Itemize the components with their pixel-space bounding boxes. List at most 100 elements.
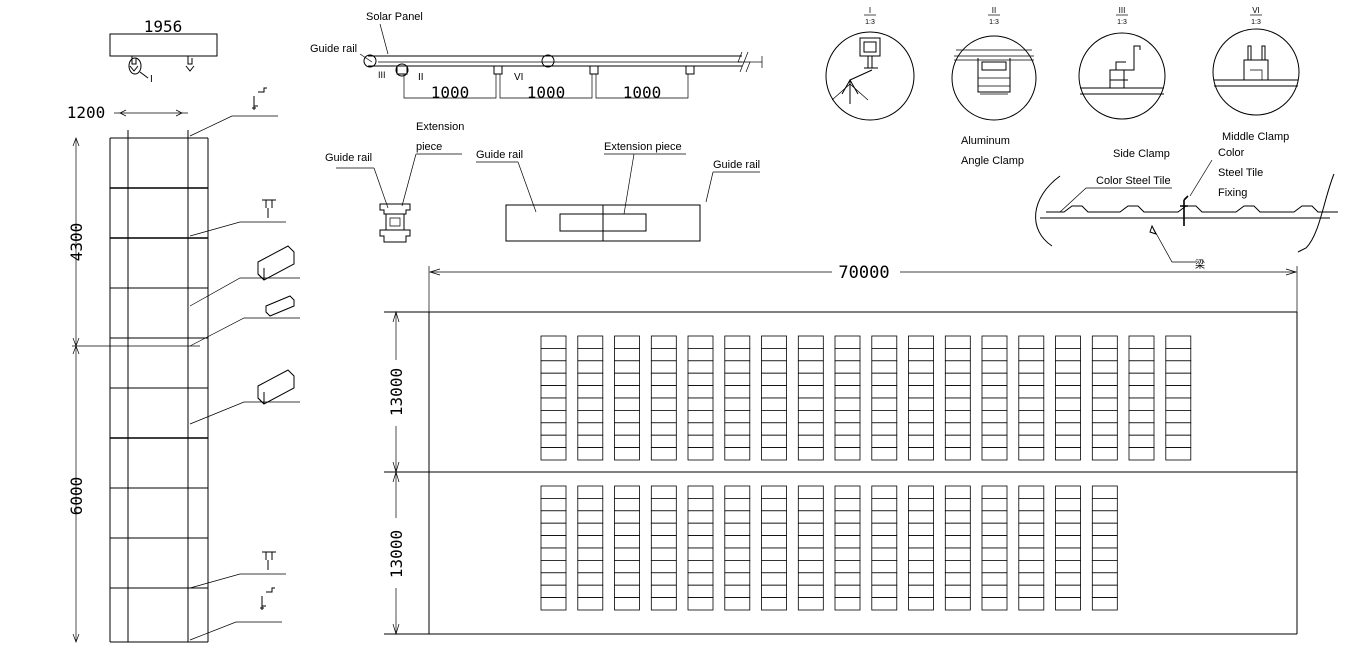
detail-circle-iii xyxy=(363,54,377,68)
solar-panel xyxy=(540,422,567,436)
solar-panel xyxy=(577,347,604,362)
solar-panel xyxy=(687,522,714,537)
solar-panel xyxy=(577,510,604,524)
panel-column xyxy=(724,485,751,611)
solar-panel xyxy=(908,560,934,574)
detail-i-mark: I xyxy=(869,6,871,15)
solar-panel xyxy=(540,597,567,611)
panel-column-plan: 1200 4300 6000 xyxy=(67,103,209,643)
angle-clamp-icon-2 xyxy=(260,587,275,610)
solar-panel xyxy=(687,497,714,512)
solar-panel xyxy=(871,522,898,537)
solar-panel xyxy=(1018,347,1045,362)
solar-panel xyxy=(724,385,751,399)
solar-panel xyxy=(1055,422,1081,436)
guide-rail-section: Guide rail Extension piece xyxy=(325,121,464,243)
dim-span-3: 1000 xyxy=(623,83,662,102)
label-extension-1: Extension xyxy=(416,121,464,133)
solar-panel xyxy=(761,572,787,586)
solar-panel xyxy=(577,485,604,499)
solar-panel xyxy=(871,572,898,586)
solar-panel xyxy=(687,447,714,461)
solar-panel xyxy=(908,360,934,374)
solar-panel xyxy=(834,372,861,387)
dim-span-2: 1000 xyxy=(527,83,566,102)
solar-panel xyxy=(650,485,677,499)
solar-panel xyxy=(724,597,751,611)
solar-panel xyxy=(797,335,824,349)
solar-panel xyxy=(1165,409,1192,424)
solar-panel xyxy=(577,372,604,387)
solar-panel xyxy=(614,547,640,561)
solar-panel xyxy=(761,535,787,549)
solar-panel xyxy=(540,497,567,512)
solar-panel xyxy=(577,547,604,561)
solar-panel xyxy=(1091,422,1118,436)
panel-column xyxy=(1018,485,1045,611)
solar-panel xyxy=(1055,409,1081,424)
panel-column xyxy=(944,485,971,611)
solar-panel xyxy=(871,510,898,524)
solar-panel xyxy=(687,347,714,362)
solar-panel xyxy=(540,347,567,362)
solar-panel xyxy=(871,397,898,411)
solar-panel xyxy=(981,360,1008,374)
solar-panel xyxy=(650,584,677,599)
panel-column xyxy=(871,335,898,461)
solar-panel xyxy=(577,572,604,586)
solar-panel xyxy=(761,360,787,374)
solar-panel xyxy=(981,497,1008,512)
solar-panel xyxy=(981,422,1008,436)
solar-panel xyxy=(834,447,861,461)
solar-panel xyxy=(871,485,898,499)
solar-panel xyxy=(908,347,934,362)
panel-column xyxy=(1055,335,1081,461)
solar-panel xyxy=(1165,372,1192,387)
solar-panel xyxy=(650,597,677,611)
solar-panel xyxy=(724,572,751,586)
middle-clamp-icon-2 xyxy=(262,551,276,570)
solar-panel xyxy=(871,584,898,599)
solar-panel xyxy=(1091,447,1118,461)
solar-panel xyxy=(1165,422,1192,436)
solar-panel xyxy=(614,497,640,512)
extension-piece-icon xyxy=(265,295,295,317)
solar-panel xyxy=(1055,584,1081,599)
solar-panel xyxy=(761,372,787,387)
detail-vi: VI 1:3 xyxy=(1212,6,1300,116)
solar-panel xyxy=(761,385,787,399)
solar-panel xyxy=(1091,597,1118,611)
solar-panel xyxy=(540,510,567,524)
solar-panel xyxy=(614,360,640,374)
solar-panel xyxy=(871,409,898,424)
solar-panel xyxy=(1018,572,1045,586)
solar-panel xyxy=(1091,535,1118,549)
dim-span-1: 1000 xyxy=(431,83,470,102)
solar-panel xyxy=(981,372,1008,387)
mark-i-label: I xyxy=(150,74,153,85)
solar-panel xyxy=(797,597,824,611)
solar-panel xyxy=(1055,360,1081,374)
solar-panel xyxy=(944,447,971,461)
solar-panel xyxy=(944,584,971,599)
detail-ii-scale: 1:3 xyxy=(989,19,999,26)
solar-panel xyxy=(1091,360,1118,374)
solar-panel xyxy=(1018,522,1045,537)
solar-panel xyxy=(614,409,640,424)
solar-panel xyxy=(1018,597,1045,611)
component-leaders xyxy=(189,87,300,641)
solar-panel xyxy=(797,372,824,387)
solar-panel xyxy=(1018,360,1045,374)
solar-panel xyxy=(834,497,861,512)
solar-panel xyxy=(834,485,861,499)
solar-panel xyxy=(614,422,640,436)
detail-iii: III 1:3 xyxy=(1078,6,1166,120)
detail-ii: II 1:3 xyxy=(951,6,1037,121)
panel-column xyxy=(687,335,714,461)
solar-panel xyxy=(981,409,1008,424)
solar-panel xyxy=(577,397,604,411)
solar-panel xyxy=(908,547,934,561)
solar-panel xyxy=(687,360,714,374)
solar-panel xyxy=(1091,560,1118,574)
